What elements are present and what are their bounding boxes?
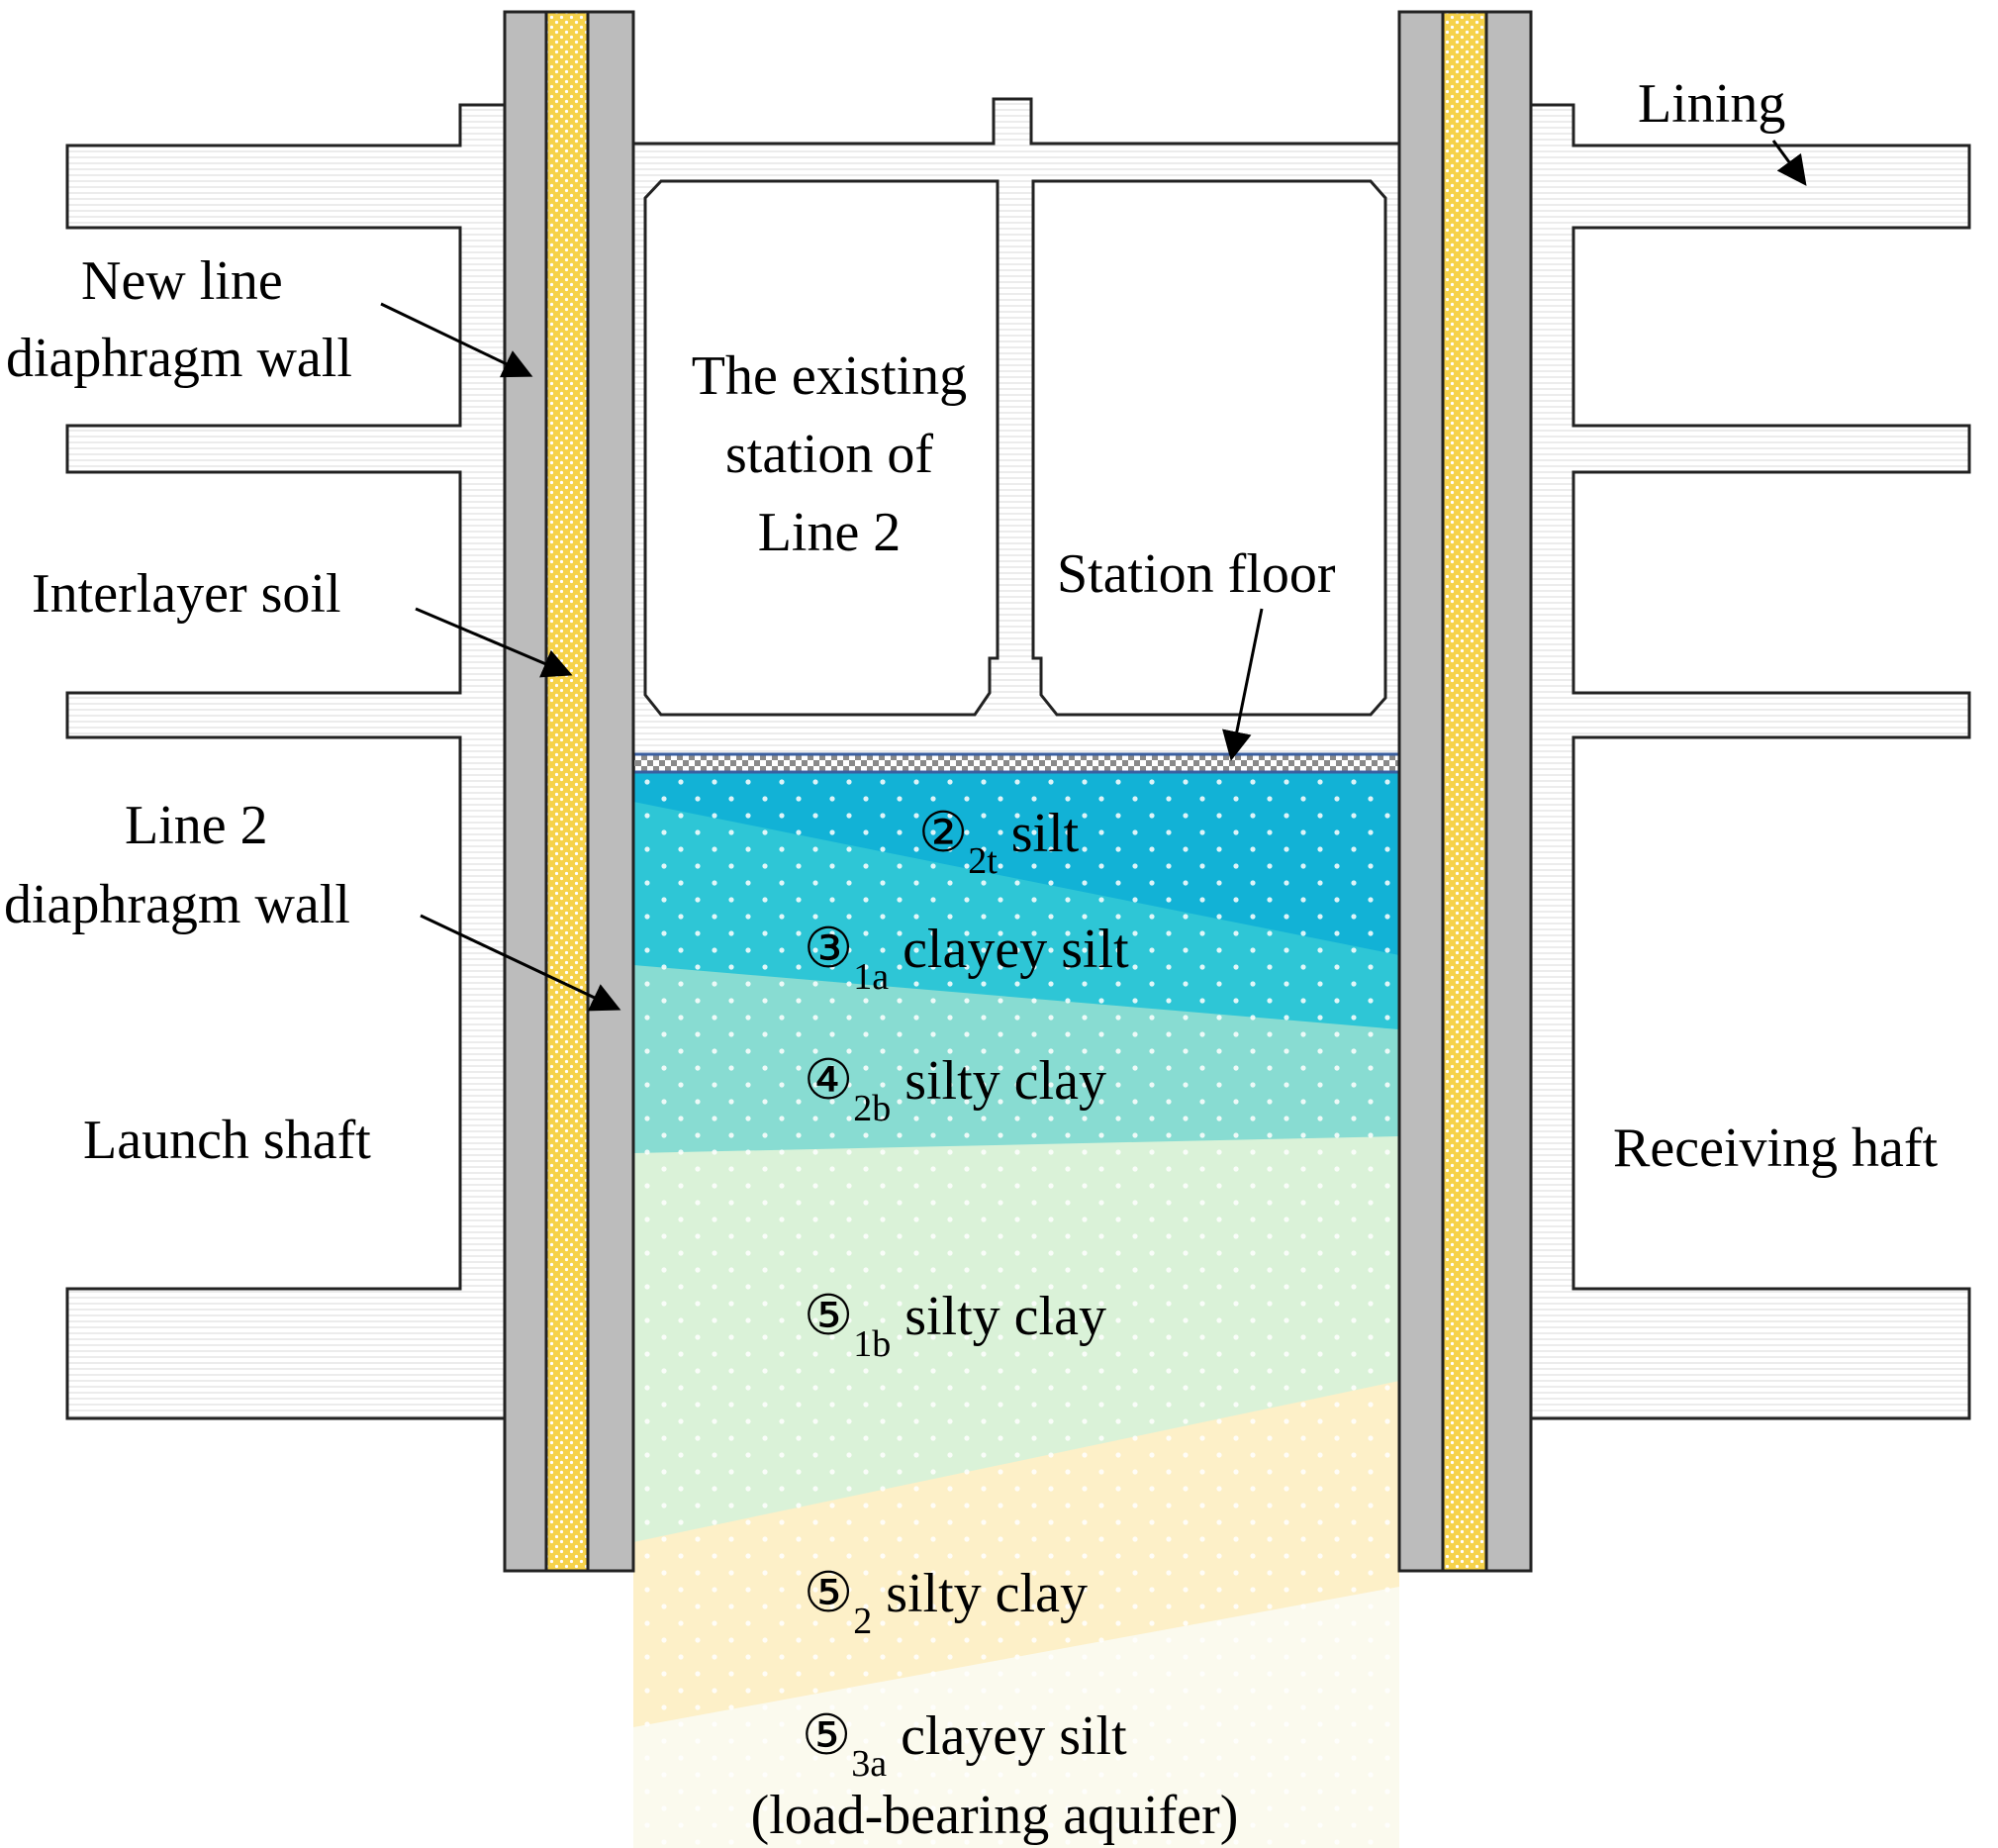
new-wall-label-line1: New line [81, 250, 283, 312]
lining-arrow [1771, 140, 1807, 186]
soil-layer-labels: ②2t silt ③1a clayey silt ④2b silty clay … [751, 803, 1239, 1846]
new-line-diaphragm-wall-right [1484, 10, 1533, 1573]
right-wall-assembly [1397, 10, 1533, 1573]
layer-2-2t-label: ②2t silt [918, 803, 1080, 882]
station-floor-label: Station floor [1057, 543, 1336, 605]
layer-5-2-label: ⑤2 silty clay [804, 1563, 1088, 1642]
line2-wall-label-line1: Line 2 [125, 795, 268, 856]
layer-5-3a-label-line2: (load-bearing aquifer) [751, 1785, 1239, 1846]
station-right-chamber [1031, 179, 1387, 717]
layer-3-1a-label: ③1a clayey silt [804, 919, 1129, 998]
launch-shaft-label: Launch shaft [83, 1110, 371, 1171]
station-label-line1: The existing [692, 345, 967, 407]
layer-4-2b-label: ④2b silty clay [804, 1050, 1106, 1129]
new-wall-arrow [380, 302, 533, 378]
interlayer-arrow [415, 607, 573, 678]
callout-arrows [380, 140, 1807, 1012]
interlayer-soil-left [544, 10, 590, 1573]
interlayer-label: Interlayer soil [32, 563, 341, 625]
line2-wall-label-line2: diaphragm wall [4, 874, 350, 935]
receiving-shaft-label: Receiving haft [1613, 1118, 1939, 1179]
station-label-line3: Line 2 [758, 502, 902, 563]
station-floor-slab [631, 752, 1401, 774]
interlayer-soil-right [1441, 10, 1488, 1573]
soil-layers [633, 772, 1399, 1848]
new-wall-label-line2: diaphragm wall [6, 328, 352, 389]
left-wall-assembly [503, 10, 635, 1573]
station-label-line2: station of [725, 424, 933, 485]
layer-5-1b-label: ⑤1b silty clay [804, 1286, 1106, 1365]
existing-station [631, 97, 1401, 774]
lining-label: Lining [1638, 73, 1785, 135]
labels: Lining New line diaphragm wall Interlaye… [4, 73, 1939, 1179]
station-left-chamber [643, 179, 999, 717]
line2-diaphragm-wall-left [586, 10, 635, 1573]
soil-dot-texture [633, 772, 1399, 1848]
station-floor-arrow [1222, 608, 1264, 761]
new-line-diaphragm-wall-left [503, 10, 548, 1573]
line2-diaphragm-wall-right [1397, 10, 1445, 1573]
launch-shaft-lining [65, 103, 507, 1420]
layer-5-3a-label: ⑤3a clayey silt [802, 1705, 1127, 1785]
line2-wall-arrow [420, 914, 621, 1012]
receiving-shaft-lining [1529, 103, 1971, 1420]
